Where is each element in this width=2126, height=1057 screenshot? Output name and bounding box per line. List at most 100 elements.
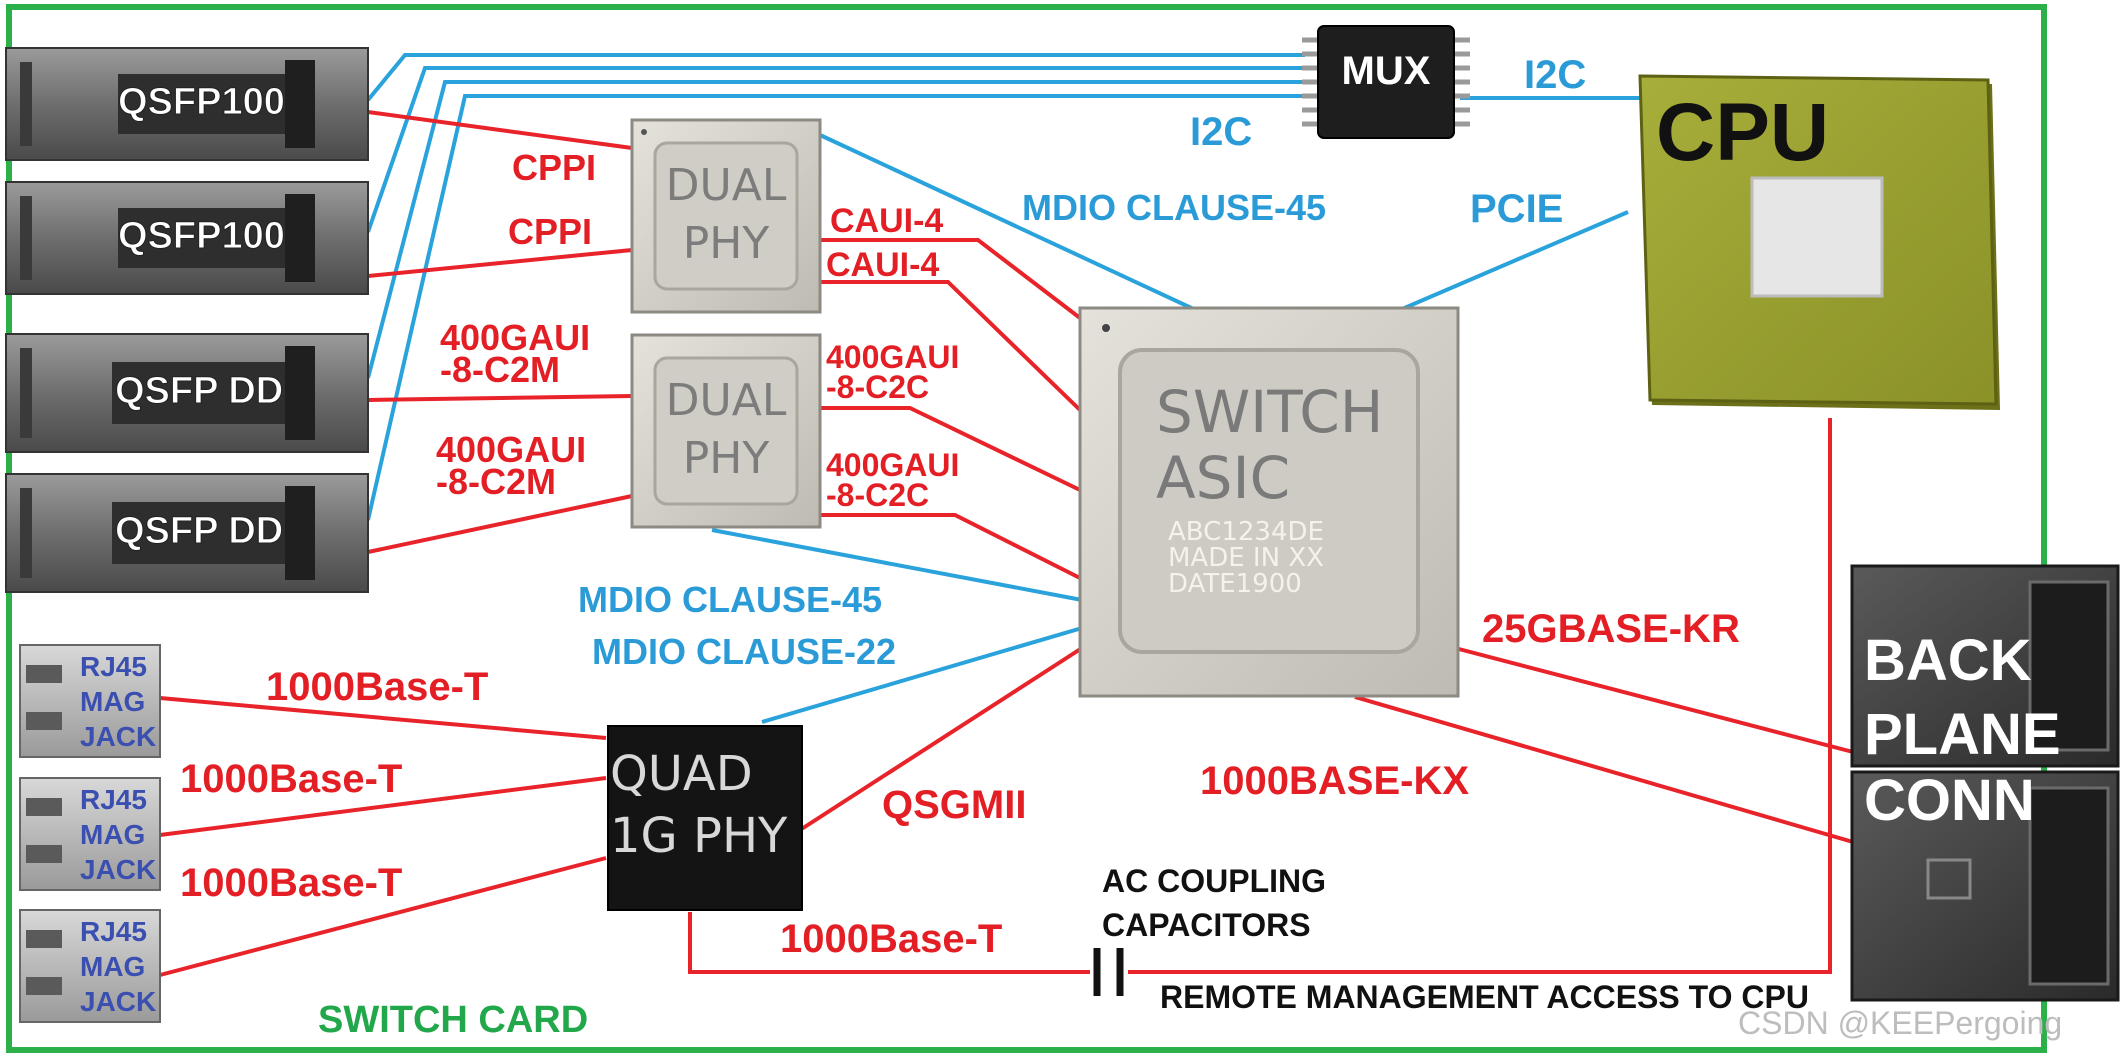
quad-phy-line-2: 1G PHY (610, 808, 788, 864)
red-lines (159, 110, 1854, 977)
qsfp-module-2: QSFP100 (5, 181, 369, 295)
blue-lines (366, 53, 1640, 724)
rj45-line-2: MAG (80, 686, 145, 717)
mdio45-line-mid (711, 528, 1083, 602)
qsfp-label-1: QSFP100 (118, 81, 285, 123)
qsfp-module-1: QSFP100 (5, 47, 369, 161)
mdio22-line (761, 626, 1083, 724)
i2c-line-qsfp1 (366, 53, 1305, 102)
mdio45-line-top (819, 133, 1201, 314)
dual-phy-bottom-line-2: PHY (683, 433, 770, 484)
rj45-jack-1: RJ45 MAG JACK (19, 644, 161, 758)
base-t-line-2 (159, 776, 607, 837)
base-t-line-1 (159, 696, 607, 740)
qsgmii-label: QSGMII (882, 783, 1026, 827)
c2m-label-1-line-1: 400GAUI (440, 317, 590, 358)
dual-phy-bottom-line-1: DUAL (666, 375, 787, 426)
c2c-line-2 (820, 513, 1081, 580)
base-kr-line (1454, 646, 1854, 754)
base-t-label-2: 1000Base-T (180, 757, 402, 801)
backplane-line-3: CONN (1864, 768, 2035, 833)
dual-phy-top: DUAL PHY (630, 118, 822, 314)
switch-asic: SWITCH ASIC ABC1234DE MADE IN XX DATE190… (1078, 306, 1460, 698)
c2c-label-1-line-1: 400GAUI (826, 339, 959, 375)
c2c-label-1-line-2: -8-C2C (826, 369, 929, 405)
asic-marking-line-3: DATE1900 (1168, 569, 1302, 599)
rj45-line-3: JACK (80, 986, 156, 1017)
caui-label-1: CAUI-4 (830, 202, 943, 240)
cpu-chip: CPU (1638, 74, 2000, 410)
base-t-label-1: 1000Base-T (266, 665, 488, 709)
qsfp-label-3: QSFP DD (115, 370, 283, 412)
qsfp-label-4: QSFP DD (115, 510, 283, 552)
c2c-line-1 (820, 406, 1081, 492)
dual-phy-top-line-1: DUAL (666, 160, 787, 211)
mux-label: MUX (1342, 49, 1431, 93)
remote-management-label: REMOTE MANAGEMENT ACCESS TO CPU (1160, 979, 1809, 1015)
i2c-left-label: I2C (1190, 110, 1252, 154)
ac-coupling-capacitor-icon (1093, 948, 1124, 996)
rj45-line-2: MAG (80, 951, 145, 982)
base-t-label-3: 1000Base-T (180, 861, 402, 905)
rj45-line-1: RJ45 (80, 651, 147, 682)
mdio-clause45-mid-label: MDIO CLAUSE-45 (578, 579, 882, 620)
qsgmii-line (798, 646, 1084, 832)
ac-coupling-label-line-2: CAPACITORS (1102, 907, 1311, 943)
quad-phy-line-1: QUAD (610, 746, 753, 802)
rj45-line-3: JACK (80, 854, 156, 885)
c2m-label-2-line-2: -8-C2M (436, 461, 556, 502)
dual-phy-bottom: DUAL PHY (630, 333, 822, 529)
asic-marking-line-2: MADE IN XX (1168, 543, 1324, 573)
base-t-bottom-label: 1000Base-T (780, 917, 1002, 961)
cppi-label-2: CPPI (508, 211, 592, 252)
base-kx-line (1354, 695, 1854, 844)
ac-coupling-label-line-1: AC COUPLING (1102, 863, 1326, 899)
caui-label-2: CAUI-4 (826, 246, 939, 284)
cppi-line-1 (367, 110, 633, 150)
asic-title-line-2: ASIC (1156, 444, 1290, 512)
rj45-line-2: MAG (80, 819, 145, 850)
1000base-kx-label: 1000BASE-KX (1200, 759, 1469, 803)
backplane-connector: BACK PLANE CONN (1850, 564, 2120, 1002)
i2c-line-qsfp3 (366, 80, 1305, 379)
rj45-line-1: RJ45 (80, 784, 147, 815)
qsfp-label-2: QSFP100 (118, 215, 285, 257)
25gbase-kr-label: 25GBASE-KR (1482, 607, 1740, 651)
backplane-line-1: BACK (1864, 628, 2032, 693)
mgmt-line-left (688, 912, 1090, 974)
rj45-line-1: RJ45 (80, 916, 147, 947)
c2c-label-2-line-2: -8-C2C (826, 477, 929, 513)
caui-line-2 (820, 280, 1082, 412)
i2c-line-qsfp4 (366, 94, 1305, 521)
i2c-line-qsfp2 (366, 66, 1305, 233)
qsfp-module-3: QSFP DD (5, 333, 369, 453)
c2c-label-2-line-1: 400GAUI (826, 447, 959, 483)
dual-phy-top-line-2: PHY (683, 218, 770, 269)
quad-1g-phy: QUAD 1G PHY (607, 725, 803, 911)
c2m-label-1-line-2: -8-C2M (440, 349, 560, 390)
mdio-clause22-label: MDIO CLAUSE-22 (592, 631, 896, 672)
c2m-label-2-line-1: 400GAUI (436, 429, 586, 470)
caui-line-1 (820, 238, 1082, 320)
rj45-jack-2: RJ45 MAG JACK (19, 777, 161, 891)
mux-chip: MUX (1302, 25, 1470, 139)
c2m-line-1 (367, 394, 633, 402)
cpu-label: CPU (1656, 87, 1829, 178)
pcie-label: PCIE (1470, 187, 1563, 231)
asic-title-line-1: SWITCH (1156, 378, 1383, 446)
c2m-line-2 (367, 494, 633, 554)
cppi-line-2 (367, 248, 633, 278)
watermark: CSDN @KEEPergoing (1738, 1005, 2062, 1041)
i2c-right-label: I2C (1524, 53, 1586, 97)
mgmt-line-right (1128, 418, 1832, 974)
switch-card-label: SWITCH CARD (318, 999, 588, 1041)
mdio-clause45-top-label: MDIO CLAUSE-45 (1022, 187, 1326, 228)
qsfp-module-4: QSFP DD (5, 473, 369, 593)
base-t-line-3 (159, 856, 607, 977)
rj45-jack-3: RJ45 MAG JACK (19, 909, 161, 1023)
backplane-line-2: PLANE (1864, 702, 2061, 767)
cppi-label-1: CPPI (512, 147, 596, 188)
asic-marking-line-1: ABC1234DE (1168, 517, 1324, 547)
